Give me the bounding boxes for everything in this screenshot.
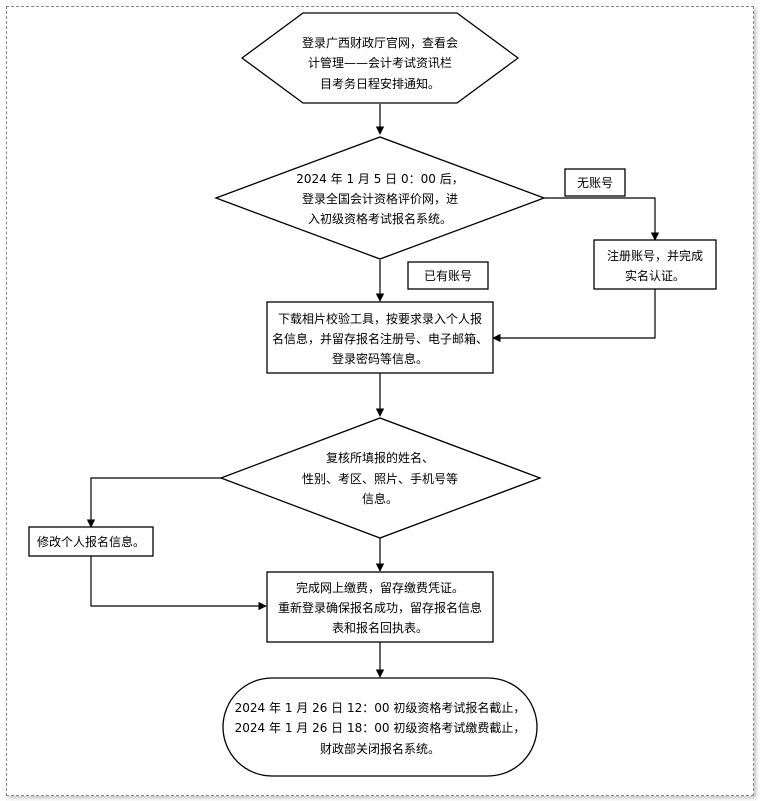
node-decision2-line-2: 性别、考区、照片、手机号等 <box>302 472 458 486</box>
node-decision1-line-3: 入初级资格考试报名系统。 <box>308 211 452 226</box>
connectors <box>86 104 660 678</box>
edge-modify-to-pay <box>90 556 267 611</box>
node-download: 下载相片校验工具，按要求录入个人报 名信息，并留存报名注册号、电子邮箱、 登录密… <box>266 301 494 374</box>
node-register-line-2: 实名认证。 <box>625 268 685 283</box>
node-modify-line-1: 修改个人报名信息。 <box>37 534 145 549</box>
node-decision2: 复核所填报的姓名、 性别、考区、照片、手机号等 信息。 <box>219 417 542 539</box>
edge-register-to-download <box>492 289 656 343</box>
label-has-account-text: 已有账号 <box>424 269 472 283</box>
node-start-line-1: 登录广西财政厅官网，查看会 <box>302 35 458 50</box>
edge-decision2-to-modify <box>86 477 221 528</box>
node-pay-line-3: 表和报名回执表。 <box>332 620 428 635</box>
node-download-line-1: 下载相片校验工具，按要求录入个人报 <box>278 311 482 326</box>
node-register-line-1: 注册账号，并完成 <box>607 248 703 263</box>
label-no-account-text: 无账号 <box>577 176 613 190</box>
label-has-account: 已有账号 <box>407 261 489 290</box>
node-pay: 完成网上缴费，留存缴费凭证。 重新登录确保报名成功，留存报名信息 表和报名回执表… <box>266 571 494 643</box>
node-start-line-3: 目考务日程安排通知。 <box>320 76 440 91</box>
node-decision1: 2024 年 1 月 5 日 0：00 后， 登录全国会计资格评价网，进 入初级… <box>214 136 546 260</box>
node-register: 注册账号，并完成 实名认证。 <box>593 239 717 290</box>
node-start: 登录广西财政厅官网，查看会 计管理——会计考试资讯栏 目考务日程安排通知。 <box>240 12 520 104</box>
node-start-line-2: 计管理——会计考试资讯栏 <box>308 55 452 70</box>
node-download-line-3: 登录密码等信息。 <box>332 351 428 366</box>
node-modify: 修改个人报名信息。 <box>28 526 154 557</box>
node-pay-line-2: 重新登录确保报名成功，留存报名信息 <box>278 600 482 615</box>
node-decision2-line-1: 复核所填报的姓名、 <box>326 450 434 465</box>
label-no-account: 无账号 <box>564 168 626 197</box>
node-decision1-line-2: 登录全国会计资格评价网，进 <box>302 191 458 206</box>
edge-decision1-to-register <box>544 197 660 241</box>
node-decision2-line-3: 信息。 <box>362 491 398 506</box>
node-end-line-3: 财政部关闭报名系统。 <box>320 741 440 756</box>
node-pay-line-1: 完成网上缴费，留存缴费凭证。 <box>296 580 464 595</box>
diagram-frame <box>6 6 754 796</box>
node-download-line-2: 名信息，并留存报名注册号、电子邮箱、 <box>272 331 488 346</box>
node-end-line-1: 2024 年 1 月 26 日 12：00 初级资格考试报名截止， <box>235 700 526 715</box>
node-end: 2024 年 1 月 26 日 12：00 初级资格考试报名截止， 2024 年… <box>222 677 538 777</box>
node-end-line-2: 2024 年 1 月 26 日 18：00 初级资格考试缴费截止， <box>235 720 526 735</box>
node-decision1-line-1: 2024 年 1 月 5 日 0：00 后， <box>296 172 463 186</box>
